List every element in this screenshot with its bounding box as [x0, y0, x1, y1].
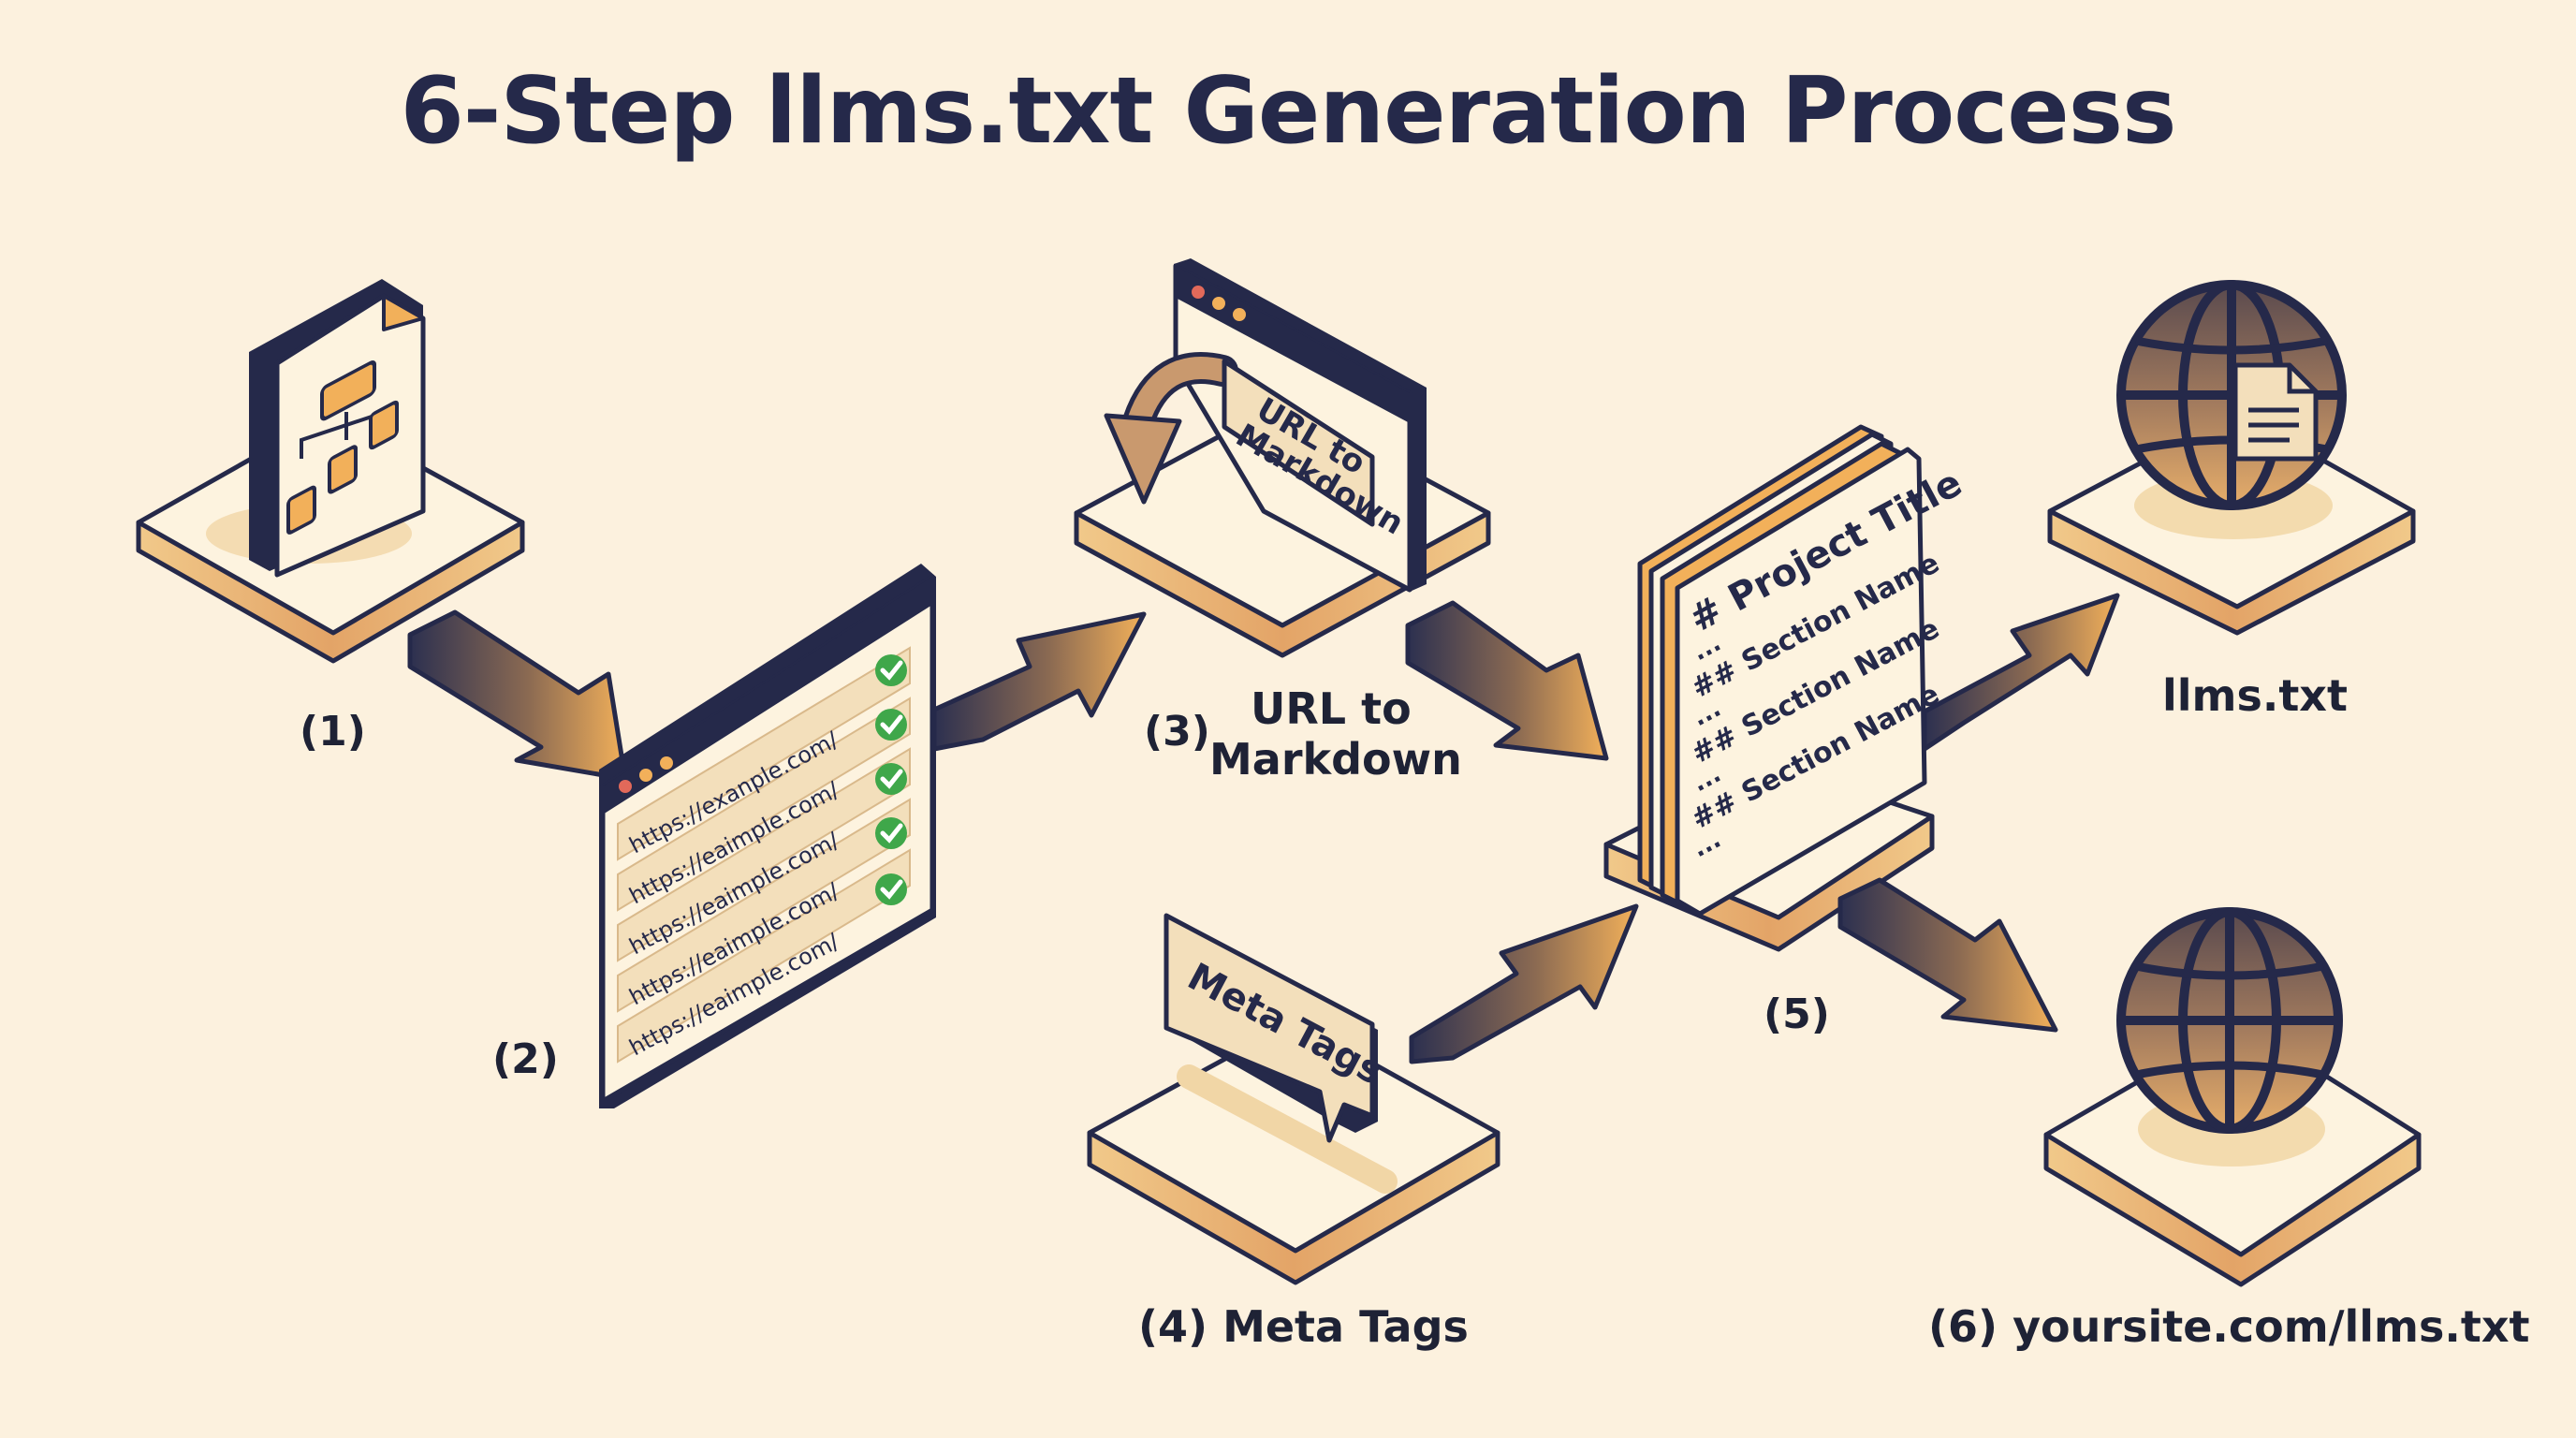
arrow-5-to-llms [1922, 593, 2120, 752]
platform-step-4 [1087, 1018, 1500, 1285]
check-icon [875, 817, 907, 849]
step-1-label: (1) [300, 708, 366, 756]
sitemap-document-icon [249, 279, 426, 578]
step-6-caption: (6) yoursite.com/llms.txt [1928, 1301, 2530, 1352]
document-stack-icon: # Project Title ... ## Section Name ... … [1637, 424, 1969, 917]
check-icon [875, 654, 907, 686]
url-rows [617, 646, 911, 1064]
arrow-3-to-5 [1405, 600, 1609, 761]
arrow-5-to-site [1837, 877, 2058, 1033]
globe-icon [2116, 907, 2343, 1134]
arrow-4-to-5 [1409, 903, 1639, 1064]
diagram-title: 6-Step llms.txt Generation Process [400, 58, 2177, 165]
step-4-caption: (4) Meta Tags [1138, 1301, 1469, 1352]
check-icon [875, 709, 907, 741]
step-2-label: (2) [492, 1035, 559, 1083]
arrow-2-to-3 [931, 611, 1147, 752]
output-llms-label: llms.txt [2162, 670, 2348, 721]
globe-document-icon [2116, 280, 2347, 510]
step-5-label: (5) [1764, 990, 1830, 1038]
check-icons [875, 654, 907, 905]
step-3-label: (3) [1144, 708, 1210, 756]
check-icon [875, 763, 907, 795]
step-3-caption-line-1: URL to [1251, 683, 1412, 734]
arrow-1-to-2 [407, 609, 628, 782]
step-3-caption-line-2: Markdown [1209, 734, 1462, 785]
url-list-window-icon: https://exanple.com/ https://eaimple.com… [599, 564, 936, 1108]
check-icon [875, 873, 907, 905]
